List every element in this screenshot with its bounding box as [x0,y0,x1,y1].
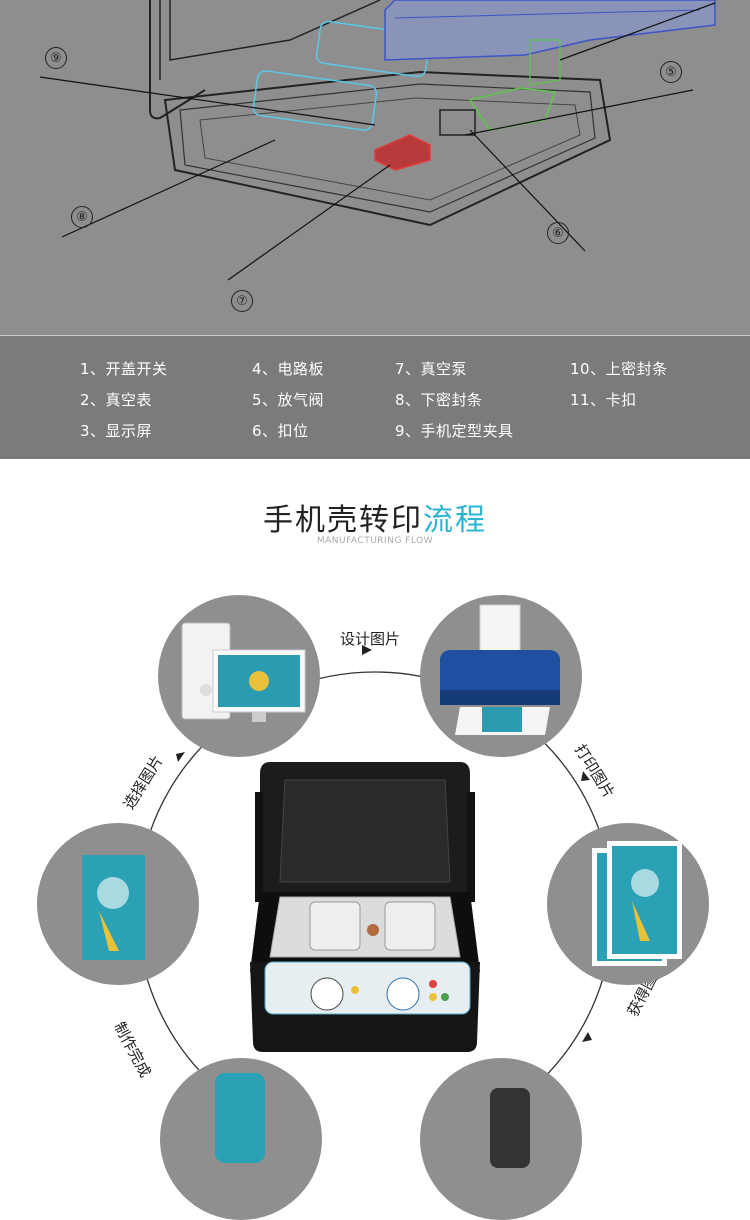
callout-7: ⑦ [231,290,253,312]
callout-6: ⑥ [547,222,569,244]
legend-item: 9、手机定型夹具 [395,422,514,440]
circle-design [158,595,320,757]
arrow-1 [362,645,372,655]
legend-item: 3、显示屏 [80,422,153,440]
arrow-4 [176,752,185,762]
arrow-3 [582,1032,592,1042]
legend-item: 8、下密封条 [395,391,483,409]
parts-legend: 1、开盖开关 4、电路板 7、真空泵 10、上密封条 2、真空表 5、放气阀 8… [0,335,750,459]
circle-select [37,823,199,985]
legend-item: 4、电路板 [252,360,325,378]
machine-line-drawing [39,0,716,281]
transfer-machine-image [250,762,480,1052]
legend-item: 1、开盖开关 [80,360,168,378]
arrow-2 [581,771,590,781]
circle-obtain [547,823,709,985]
circle-print [420,595,582,757]
printer-icon [440,604,560,735]
flow-title-main: 手机壳转印 [263,503,423,538]
artwork-image [82,855,145,960]
legend-item: 5、放气阀 [252,391,325,409]
legend-item: 11、卡扣 [570,391,637,409]
flow-title-accent: 流程 [423,503,487,538]
callout-8: ⑧ [71,206,93,228]
legend-item: 7、真空泵 [395,360,468,378]
flow-subtitle: MANUFACTURING FLOW [316,536,434,546]
printed-sheets-image [592,841,682,966]
phone-case-image [215,1073,265,1163]
exploded-diagram: ⑨ ⑤ ⑧ ⑥ ⑦ [0,0,750,335]
step-label-design: 设计图片 [340,630,401,648]
circle-next [420,1058,582,1220]
computer-icon [181,622,306,722]
legend-item: 10、上密封条 [570,360,668,378]
legend-item: 2、真空表 [80,391,153,409]
callout-5: ⑤ [660,61,682,83]
callout-9: ⑨ [45,47,67,69]
flow-title: 手机壳转印流程 [0,495,750,539]
circle-finished [160,1058,322,1220]
phone-image [490,1088,530,1168]
legend-item: 6、扣位 [252,422,309,440]
